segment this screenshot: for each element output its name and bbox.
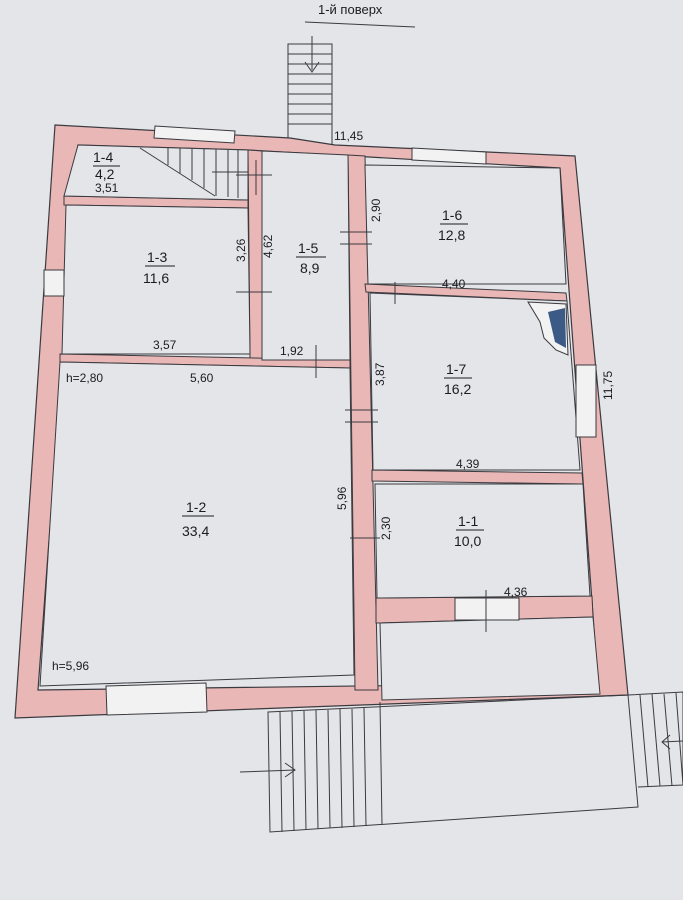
dim-r16-height: 2,90 bbox=[369, 198, 383, 222]
dim-total-width: 11,45 bbox=[334, 129, 363, 143]
window-left bbox=[43, 269, 65, 297]
dim-r15-width: 1,92 bbox=[280, 344, 304, 358]
room-1-1-floor bbox=[374, 483, 591, 599]
interior-stair bbox=[139, 147, 248, 198]
dim-r13-height: 3,26 bbox=[234, 238, 248, 262]
room-1-7-area: 16,2 bbox=[444, 381, 471, 397]
porch bbox=[239, 694, 639, 833]
room-1-4-code: 1-4 bbox=[93, 149, 113, 165]
room-interiors bbox=[39, 144, 601, 701]
room-1-4-floor bbox=[63, 144, 249, 201]
window-top-left bbox=[153, 125, 236, 144]
dim-r14-width: 3,51 bbox=[95, 181, 119, 195]
room-1-6-area: 12,8 bbox=[438, 227, 465, 243]
room-1-1-area: 10,0 bbox=[454, 533, 481, 549]
room-1-5-floor bbox=[261, 150, 351, 361]
ceiling-height: h=2,80 bbox=[66, 371, 103, 385]
room-1-2-area: 33,4 bbox=[182, 523, 209, 539]
dim-r17-height: 3,87 bbox=[373, 362, 387, 386]
dim-r12-width: 5,60 bbox=[190, 371, 214, 385]
room-1-7-code: 1-7 bbox=[446, 361, 466, 377]
room-1-1-code: 1-1 bbox=[458, 513, 478, 529]
room-1-2-floor bbox=[39, 361, 355, 687]
dim-r11-width: 4,36 bbox=[504, 585, 528, 599]
dim-r11-height: 2,30 bbox=[379, 516, 393, 540]
door-marks bbox=[236, 160, 487, 632]
veranda-floor bbox=[379, 616, 601, 701]
window-right bbox=[575, 364, 597, 438]
dimension-labels: 11,45 3,51 3,26 4,62 3,57 1,92 2,90 4,40… bbox=[52, 129, 615, 673]
room-1-4-area: 4,2 bbox=[95, 166, 115, 182]
window-bottom bbox=[105, 682, 208, 716]
room-1-3-area: 11,6 bbox=[143, 270, 169, 286]
door-r11 bbox=[454, 597, 520, 621]
room-1-5-area: 8,9 bbox=[300, 260, 320, 276]
room-labels: 1-4 4,2 1-3 11,6 1-5 8,9 1-6 12,8 1-7 16… bbox=[93, 149, 484, 549]
title-underline bbox=[304, 21, 416, 28]
room-1-2-code: 1-2 bbox=[186, 499, 206, 515]
windows bbox=[43, 125, 597, 716]
floor-title: 1-й поверх bbox=[318, 2, 383, 17]
side-steps bbox=[627, 691, 683, 788]
room-1-7-floor bbox=[369, 292, 581, 471]
stove-fill bbox=[548, 308, 566, 348]
dim-r17-width: 4,39 bbox=[456, 457, 480, 471]
dim-r13-width: 3,57 bbox=[153, 338, 177, 352]
room-1-6-code: 1-6 bbox=[442, 207, 462, 223]
room-1-3-floor bbox=[61, 204, 251, 355]
dim-r15-height: 4,62 bbox=[261, 234, 275, 258]
window-top-r16 bbox=[411, 147, 487, 165]
room-1-3-code: 1-3 bbox=[147, 249, 167, 265]
dim-total-length: 11,75 bbox=[601, 371, 615, 400]
dim-r16-width: 4,40 bbox=[442, 277, 466, 291]
floor-height: h=5,96 bbox=[52, 659, 89, 673]
room-1-5-code: 1-5 bbox=[298, 240, 318, 256]
dim-r12-height: 5,96 bbox=[335, 486, 349, 510]
